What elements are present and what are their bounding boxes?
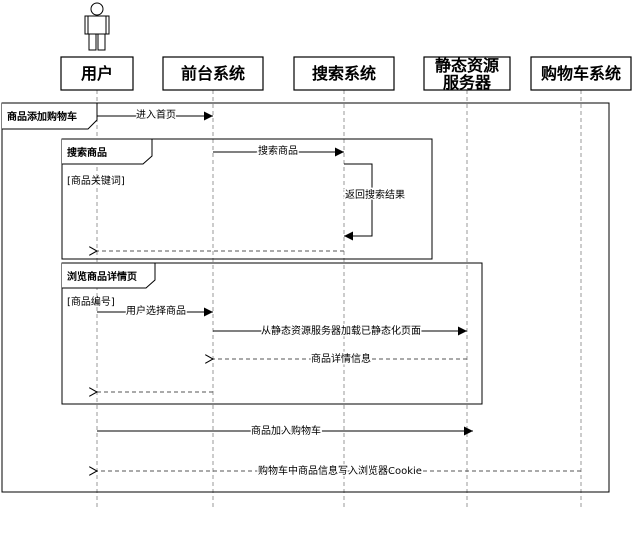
message-return-search-results-label: 返回搜索结果 xyxy=(345,188,405,201)
participant-static-label-line2: 服务器 xyxy=(443,73,492,92)
message-search-product-label: 搜索商品 xyxy=(258,144,298,157)
frame-search: 搜索商品 [商品关键词] xyxy=(61,138,433,260)
message-load-static-page-label: 从静态资源服务器加载已静态化页面 xyxy=(261,324,421,337)
participant-search: 搜索系统 xyxy=(293,56,395,91)
message-enter-home: 进入首页 xyxy=(97,107,213,123)
frame-browse-title: 浏览商品详情页 xyxy=(67,270,137,283)
participant-search-label: 搜索系统 xyxy=(312,64,376,83)
user-actor-icon xyxy=(84,2,110,51)
message-add-to-cart-label: 商品加入购物车 xyxy=(251,424,321,437)
frame-outer: 商品添加购物车 xyxy=(1,102,610,493)
participant-user: 用户 xyxy=(60,56,134,91)
participant-frontend: 前台系统 xyxy=(162,56,264,91)
message-search-product: 搜索商品 xyxy=(213,143,344,159)
message-add-to-cart: 商品加入购物车 xyxy=(97,423,473,439)
participant-user-label: 用户 xyxy=(81,64,113,83)
participant-static: 静态资源 服务器 xyxy=(423,56,511,92)
message-product-detail-info: 商品详情信息 xyxy=(213,351,467,367)
participant-static-label-line1: 静态资源 xyxy=(435,56,499,75)
message-return-search-results: 返回搜索结果 xyxy=(344,163,407,241)
message-user-select-product-label: 用户选择商品 xyxy=(126,304,186,317)
message-product-detail-info-label: 商品详情信息 xyxy=(311,352,371,365)
frame-search-guard: [商品关键词] xyxy=(67,174,125,187)
frame-outer-title: 商品添加购物车 xyxy=(7,110,77,123)
message-user-select-product: 用户选择商品 xyxy=(97,303,213,319)
frame-browse-guard: [商品编号] xyxy=(67,295,115,308)
frame-browse: 浏览商品详情页 [商品编号] xyxy=(61,262,483,405)
participant-cart: 购物车系统 xyxy=(530,56,632,91)
message-enter-home-label: 进入首页 xyxy=(136,108,176,121)
message-load-static-page: 从静态资源服务器加载已静态化页面 xyxy=(213,323,467,339)
frame-search-title: 搜索商品 xyxy=(67,146,107,159)
message-write-cookie: 购物车中商品信息写入浏览器Cookie xyxy=(97,463,581,479)
lifelines xyxy=(96,90,582,510)
participant-frontend-label: 前台系统 xyxy=(181,64,245,83)
participant-cart-label: 购物车系统 xyxy=(541,64,621,83)
message-write-cookie-label: 购物车中商品信息写入浏览器Cookie xyxy=(258,464,422,477)
